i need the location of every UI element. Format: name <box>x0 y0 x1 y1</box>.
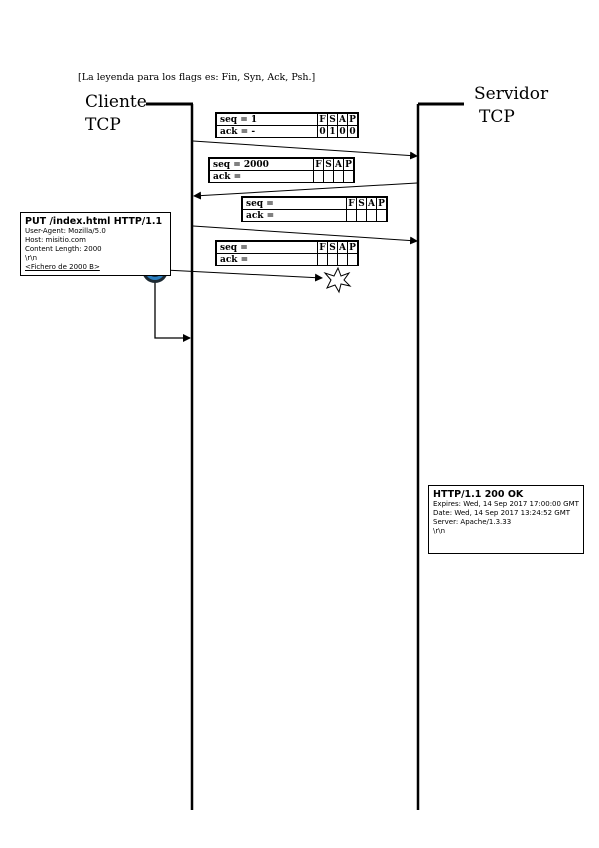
http-response-box: HTTP/1.1 200 OK Expires: Wed, 14 Sep 201… <box>428 485 584 554</box>
flag-value-a <box>337 253 348 266</box>
flag-value-a: 0 <box>337 125 348 138</box>
flag-header-s: S <box>323 158 334 171</box>
flag-value-s <box>356 209 367 222</box>
flag-header-a: A <box>366 197 377 210</box>
flag-value-f <box>313 170 324 183</box>
flag-header-p: P <box>347 241 358 254</box>
flag-value-f <box>317 253 328 266</box>
flag-value-s <box>323 170 334 183</box>
segment-box-4: seq = F S A P ack = <box>215 240 359 266</box>
flag-value-f: 0 <box>317 125 328 138</box>
flag-header-a: A <box>337 241 348 254</box>
flag-header-f: F <box>317 113 328 126</box>
segment-ack: ack = <box>209 170 314 183</box>
arrow-to-server <box>192 225 418 245</box>
client-label-line1: Cliente <box>85 92 147 112</box>
segment-seq: seq = <box>242 197 347 210</box>
flag-value-p <box>343 170 354 183</box>
flag-header-f: F <box>317 241 328 254</box>
request-header-line: Content Length: 2000 <box>25 245 102 253</box>
flag-value-f <box>346 209 357 222</box>
flag-header-p: P <box>347 113 358 126</box>
flag-value-a <box>333 170 344 183</box>
flag-header-f: F <box>346 197 357 210</box>
flag-value-a <box>366 209 377 222</box>
request-header-line: Host: misitio.com <box>25 236 86 244</box>
flag-header-f: F <box>313 158 324 171</box>
flag-header-s: S <box>327 241 338 254</box>
flag-header-p: P <box>376 197 387 210</box>
flag-value-p <box>347 253 358 266</box>
explosion-star-icon <box>323 266 352 294</box>
flag-header-a: A <box>333 158 344 171</box>
client-label-line2: TCP <box>85 115 121 135</box>
flag-value-s <box>327 253 338 266</box>
response-header-line: Expires: Wed, 14 Sep 2017 17:00:00 GMT <box>433 500 579 508</box>
arrow-syn-to-server <box>192 140 418 160</box>
timer-branch-line <box>154 282 191 342</box>
response-crlf-line: \r\n <box>433 527 446 535</box>
server-label-line1: Servidor <box>474 84 549 104</box>
flag-header-a: A <box>337 113 348 126</box>
request-header-line: User-Agent: Mozilla/5.0 <box>25 227 106 235</box>
response-header-line: Date: Wed, 14 Sep 2017 13:24:52 GMT <box>433 509 571 517</box>
segment-box-3: seq = F S A P ack = <box>241 196 388 222</box>
segment-ack: ack = <box>216 253 318 266</box>
arrow-lost-segment <box>164 269 323 282</box>
segment-ack: ack = <box>242 209 347 222</box>
flags-legend: [La leyenda para los flags es: Fin, Syn,… <box>78 72 316 83</box>
status-line: HTTP/1.1 200 OK <box>433 489 524 500</box>
flag-value-p <box>376 209 387 222</box>
segment-box-2: seq = 2000 F S A P ack = <box>208 157 355 183</box>
request-body: <Fichero de 2000 B> <box>25 263 100 271</box>
response-header-line: Server: Apache/1.3.33 <box>433 518 512 526</box>
flag-value-s: 1 <box>327 125 338 138</box>
segment-seq: seq = <box>216 241 318 254</box>
arrow-from-server <box>193 182 418 200</box>
flag-header-p: P <box>343 158 354 171</box>
segment-ack: ack = - <box>216 125 318 138</box>
flag-header-s: S <box>327 113 338 126</box>
segment-seq: seq = 1 <box>216 113 318 126</box>
flag-value-p: 0 <box>347 125 358 138</box>
segment-box-1: seq = 1 F S A P ack = - 0 1 0 0 <box>215 112 359 138</box>
http-request-box: PUT /index.html HTTP/1.1 User-Agent: Moz… <box>20 212 171 276</box>
segment-seq: seq = 2000 <box>209 158 314 171</box>
server-label-line2: TCP <box>479 107 515 127</box>
request-crlf-line: \r\n <box>25 254 38 262</box>
request-line: PUT /index.html HTTP/1.1 <box>25 216 163 227</box>
flag-header-s: S <box>356 197 367 210</box>
